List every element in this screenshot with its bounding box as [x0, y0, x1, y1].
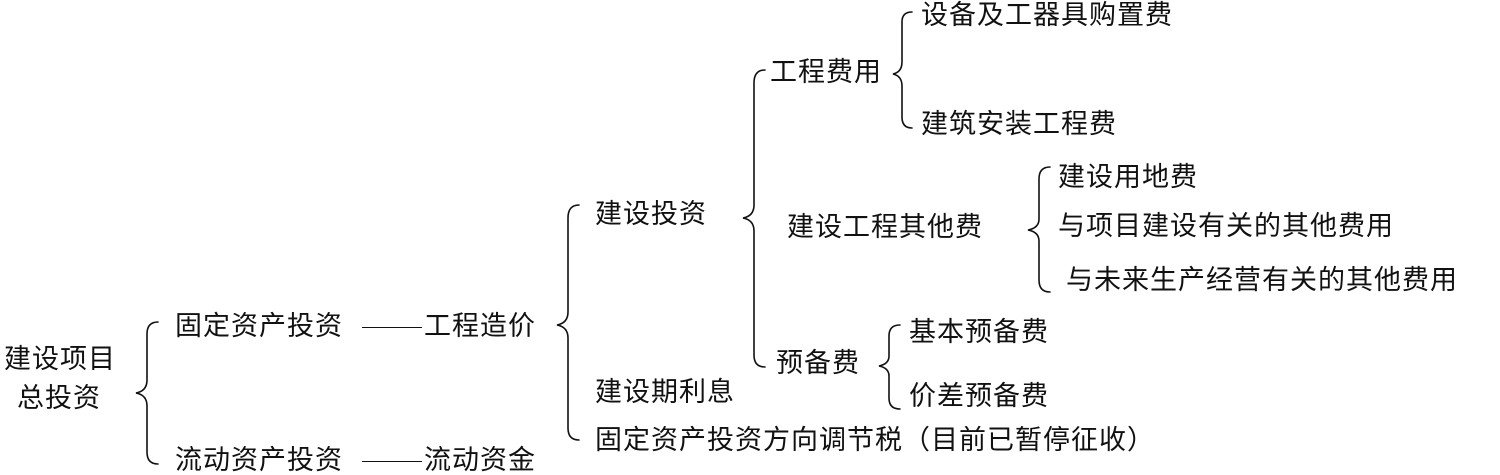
fixed-asset-investment-label: 固定资产投资: [175, 311, 343, 342]
brace-other-costs: [1027, 166, 1051, 293]
brace-root: [135, 321, 159, 465]
future-production-other-label: 与未来生产经营有关的其他费用: [1066, 265, 1458, 296]
brace-reserve: [878, 324, 901, 410]
brace-construction-investment: [742, 69, 766, 368]
equipment-purchase-label: 设备及工器具购置费: [921, 0, 1173, 31]
brace-engineering-cost: [556, 204, 580, 441]
adjustment-tax-label: 固定资产投资方向调节税（目前已暂停征收）: [595, 425, 1155, 456]
construction-period-interest-label: 建设期利息: [595, 377, 735, 408]
working-capital-label: 流动资金: [424, 445, 536, 475]
reserve-fund-label: 预备费: [776, 348, 860, 379]
current-asset-investment-label: 流动资产投资: [175, 445, 343, 475]
building-installation-label: 建筑安装工程费: [921, 109, 1117, 140]
price-difference-reserve-label: 价差预备费: [909, 381, 1049, 412]
basic-reserve-label: 基本预备费: [909, 317, 1049, 348]
engineering-cost-label: 工程造价: [424, 311, 536, 342]
engineering-expenses-label: 工程费用: [770, 57, 882, 88]
project-related-other-label: 与项目建设有关的其他费用: [1058, 211, 1394, 242]
root-label-line1: 建设项目: [4, 344, 116, 375]
other-construction-costs-label: 建设工程其他费: [787, 212, 983, 243]
land-fee-label: 建设用地费: [1058, 162, 1198, 193]
root-label-line2: 总投资: [17, 383, 101, 414]
brace-engineering-expenses: [892, 11, 913, 129]
connector-dash-fixed: [362, 327, 422, 328]
construction-investment-label: 建设投资: [595, 199, 707, 230]
connector-dash-current: [362, 461, 422, 462]
